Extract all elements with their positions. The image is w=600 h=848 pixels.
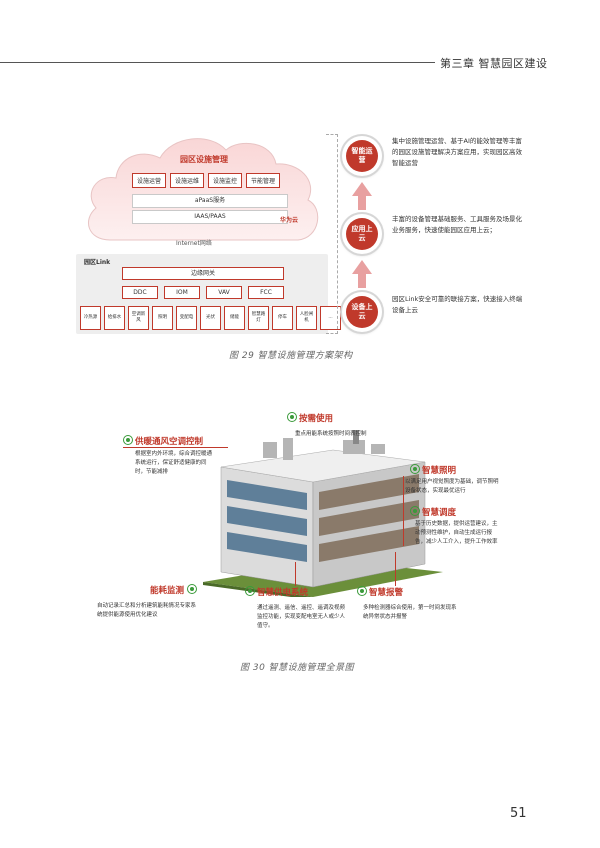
module-row: 设施运营 设施运维 设施监控 节能管理 <box>132 173 281 188</box>
device-box: 停车 <box>272 306 293 330</box>
controller-box: IOM <box>164 286 200 299</box>
device-box: 储能 <box>224 306 245 330</box>
controller-row: DDC IOM VAV FCC <box>122 286 284 299</box>
hvac-icon <box>123 435 133 445</box>
label-on-demand-title: 按需使用 <box>287 412 333 424</box>
up-arrow-icon <box>352 260 372 288</box>
on-demand-icon <box>287 412 297 422</box>
energy-icon <box>186 584 197 594</box>
label-hvac-title: 供暖通风空调控制 <box>123 435 203 447</box>
dispatch-icon <box>410 506 420 516</box>
leader-line <box>295 562 296 586</box>
device-box: 光伏 <box>200 306 221 330</box>
step-description: 园区Link安全可靠的联接方案，快速接入终端设备上云 <box>392 295 523 314</box>
step-column: 智能运营 集中设施管理运营、基于AI的能效管理等丰富的园区设施管理解决方案应用，… <box>342 132 526 337</box>
figure-29-architecture: 园区设施管理 设施运营 设施运维 设施监控 节能管理 aPaaS服务 IAAS/… <box>76 128 526 338</box>
step-description: 丰富的设备管理基础服务、工具服务及场景化业务服务，快速使能园区应用上云； <box>392 215 522 234</box>
label-alarm-desc: 多种检测器综合使用，第一时间发现系统异常状态并报警 <box>363 605 457 620</box>
label-dispatch-title: 智慧调度 <box>410 506 456 518</box>
label-power-desc: 通过遥测、遥信、遥控、遥调及视频监控功能，实现变配电室无人或少人值守。 <box>257 605 346 629</box>
controller-box: FCC <box>248 286 284 299</box>
device-box: ... <box>320 306 341 330</box>
figure-30-caption: 图 30 智慧设施管理全景图 <box>240 663 355 673</box>
label-hvac-desc: 根据室内外环境，综合调控暖通系统运行，保证舒适健康的同时，节能减排 <box>135 451 213 475</box>
internet-label: Internet网络 <box>176 240 212 247</box>
power-icon <box>245 586 255 596</box>
cloud-vendor: 华为云 <box>280 217 299 224</box>
up-arrow-icon <box>352 182 372 210</box>
leader-line <box>403 476 404 546</box>
device-box: 人脸闸机 <box>296 306 317 330</box>
leader-line <box>123 447 228 448</box>
step-badge: 设备上云 <box>342 292 382 332</box>
apaas-bar: aPaaS服务 <box>132 194 288 208</box>
chapter-title: 第三章 智慧园区建设 <box>440 57 548 70</box>
label-power-title: 智慧供电系统 <box>245 586 308 598</box>
step-badge: 应用上云 <box>342 214 382 254</box>
alarm-icon <box>357 586 367 596</box>
bracket-connector <box>326 134 338 334</box>
leader-line <box>395 552 396 586</box>
label-lighting-desc: 以满足用户视觉照度为基础，调节照明设备状态，实现最优运行 <box>405 479 499 494</box>
figure-30-panorama: 供暖通风空调控制 根据室内外环境，综合调控暖通系统运行，保证舒适健康的同时，节能… <box>95 412 500 650</box>
label-alarm-title: 智慧报警 <box>357 586 403 598</box>
step-badge: 智能运营 <box>342 136 382 176</box>
module-chip: 设施监控 <box>208 173 243 188</box>
device-box: 照明 <box>152 306 173 330</box>
lighting-icon <box>410 464 420 474</box>
label-energy-title: 能耗监测 <box>150 584 199 596</box>
step-label: 设备上云 <box>346 296 378 328</box>
page-number: 51 <box>510 806 527 821</box>
controller-box: DDC <box>122 286 158 299</box>
module-chip: 设施运维 <box>170 173 205 188</box>
label-on-demand-desc: 重点用能系统按照时间表控制 <box>295 431 367 437</box>
label-energy-desc: 自动记录汇总和分析建筑能耗情况专家系统提供能源使用优化建议 <box>97 603 197 618</box>
label-lighting-title: 智慧照明 <box>410 464 456 476</box>
device-box: 给排水 <box>104 306 125 330</box>
device-box: 空调新风 <box>128 306 149 330</box>
step-label: 应用上云 <box>346 218 378 250</box>
device-box: 变配电 <box>176 306 197 330</box>
step-label: 智能运营 <box>346 140 378 172</box>
iaas-bar: IAAS/PAAS <box>132 210 288 224</box>
header-rule <box>0 62 435 63</box>
cloud-platform: 园区设施管理 设施运营 设施运维 设施监控 节能管理 aPaaS服务 IAAS/… <box>80 128 328 246</box>
module-chip: 节能管理 <box>246 173 281 188</box>
link-title: 园区Link <box>84 259 111 266</box>
building-illustration-icon <box>203 430 443 597</box>
edge-gateway: 边缘网关 <box>122 267 284 280</box>
link-panel: 园区Link 边缘网关 DDC IOM VAV FCC 冷热源 给排水 空调新风… <box>76 254 341 334</box>
device-box: 智慧路灯 <box>248 306 269 330</box>
module-chip: 设施运营 <box>132 173 167 188</box>
controller-box: VAV <box>206 286 242 299</box>
step-description: 集中设施管理运营、基于AI的能效管理等丰富的园区设施管理解决方案应用，实现园区高… <box>392 137 522 167</box>
device-row: 冷热源 给排水 空调新风 照明 变配电 光伏 储能 智慧路灯 停车 人脸闸机 .… <box>80 306 341 330</box>
cloud-title: 园区设施管理 <box>180 155 228 164</box>
device-box: 冷热源 <box>80 306 101 330</box>
figure-29-caption: 图 29 智慧设施管理方案架构 <box>229 351 353 361</box>
label-dispatch-desc: 基于历史数据，提供运营建议，主动预测性维护，自动生成运行报告，减少人工介入，提升… <box>415 521 498 545</box>
